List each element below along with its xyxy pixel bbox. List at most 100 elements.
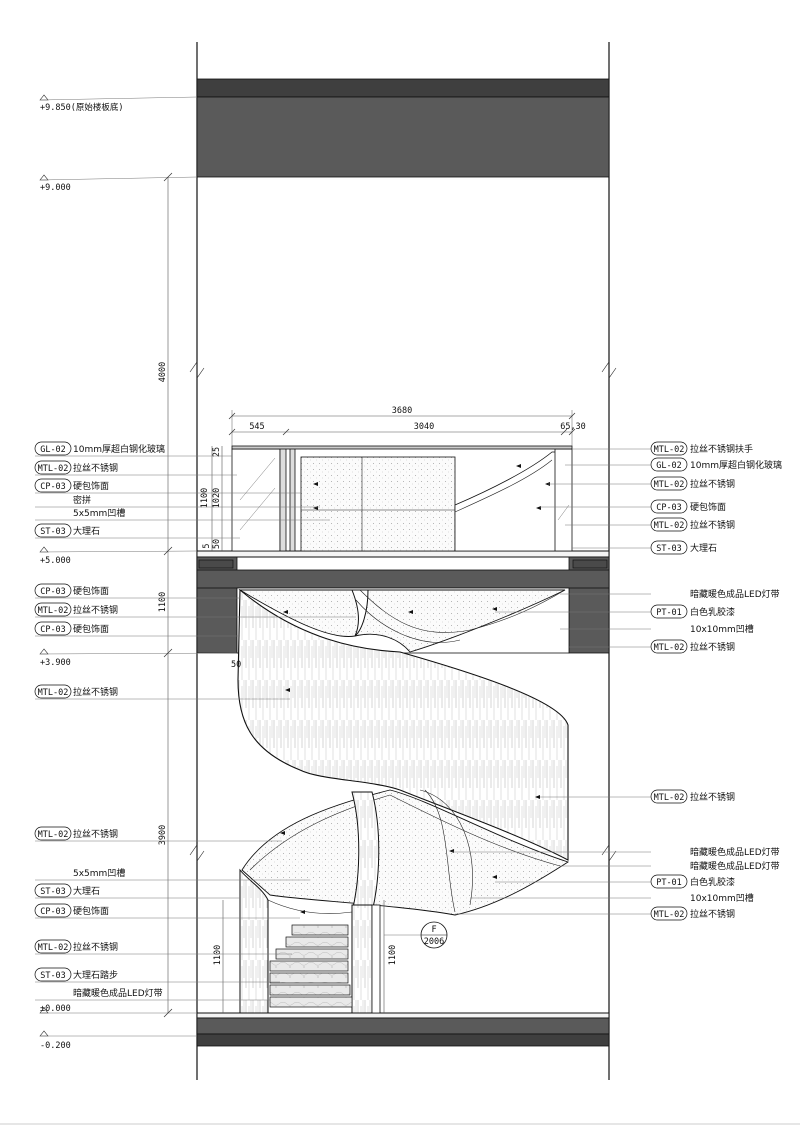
dim-rail-50: 50 [212, 539, 222, 549]
level-text: +5.000 [40, 556, 71, 566]
material-code: ST-03 [656, 544, 682, 554]
material-code-tag [34, 967, 72, 982]
rail-post-left-2 [289, 446, 296, 552]
material-label: 暗藏暖色成品LED灯带 [690, 588, 780, 600]
material-code-tag [34, 621, 72, 636]
callout-right: 暗藏暖色成品LED灯带 [560, 588, 780, 600]
stair-tread [291, 924, 349, 936]
rail-post-left [279, 446, 287, 552]
callout-left: GL-02 10mm厚超白钢化玻璃 [34, 441, 232, 457]
material-label: 暗藏暖色成品LED灯带 [73, 987, 163, 999]
section-marker: F 2006 [384, 921, 448, 949]
material-label: 密拼 [73, 494, 91, 506]
material-label: 拉丝不锈钢 [690, 478, 735, 490]
level-text: +3.900 [40, 658, 71, 668]
glass-rail-right [554, 448, 573, 552]
material-label: 硬包饰面 [73, 905, 109, 917]
level-marker-5000: +5.000 [39, 546, 198, 566]
lower-handrail [267, 899, 353, 914]
material-label: 大理石 [73, 525, 100, 537]
material-code: MTL-02 [38, 464, 69, 474]
stair-treads [269, 924, 353, 1008]
callout-left: 5x5mm凹槽 [35, 867, 310, 881]
glass-reflection [239, 487, 276, 531]
material-code-tag [34, 684, 72, 699]
dim-stair-1100-left: 1100 [213, 945, 223, 965]
material-code: MTL-02 [654, 445, 685, 455]
material-code-tag [34, 939, 72, 954]
material-code-tag [650, 639, 688, 654]
material-code-tag [650, 457, 688, 472]
spiral-curve [419, 789, 473, 906]
material-code: CP-03 [40, 907, 66, 917]
material-code: PT-01 [656, 878, 682, 888]
material-label: 拉丝不锈钢 [690, 791, 735, 803]
material-label: 拉丝不锈钢 [690, 641, 735, 653]
spiral-curve [424, 789, 456, 913]
material-code-tag [650, 906, 688, 921]
material-label: 硬包饰面 [73, 480, 109, 492]
callout-left: 暗藏暖色成品LED灯带 [35, 987, 270, 1001]
callout-right: 10x10mm凹槽 [470, 892, 754, 904]
material-code: MTL-02 [654, 793, 685, 803]
level-text: +9.000 [40, 183, 71, 193]
material-code-tag [650, 874, 688, 889]
material-code: MTL-02 [654, 480, 685, 490]
dim-6530: 65,30 [560, 422, 586, 432]
material-code-tag [650, 441, 688, 456]
material-label: 10x10mm凹槽 [690, 892, 754, 904]
spiral-curve [355, 599, 461, 643]
dim-3900: 3900 [158, 825, 168, 845]
dim-ticks-top [228, 410, 576, 447]
callout-left: 密拼 [35, 494, 320, 508]
material-label: 硬包饰面 [73, 623, 109, 635]
dim-rail-1020: 1020 [212, 488, 222, 508]
stair-tread [269, 972, 349, 984]
mid-floor-strip [196, 550, 610, 558]
material-code-tag [650, 499, 688, 514]
material-label: 大理石踏步 [73, 969, 118, 981]
dim-rail-5: 5 [202, 543, 212, 548]
material-code-tag [34, 602, 72, 617]
callout-right: MTL-02 拉丝不锈钢 [540, 789, 735, 804]
material-code-tag [34, 826, 72, 841]
material-label: 大理石 [73, 885, 100, 897]
callout-right: CP-03 硬包饰面 [540, 499, 726, 514]
level-marker-0000: ±0.000 [39, 1004, 197, 1014]
mid-slab-cap-right [572, 559, 608, 569]
material-code: GL-02 [656, 461, 682, 471]
material-code: GL-02 [40, 445, 66, 455]
callout-right: 10x10mm凹槽 [560, 623, 754, 635]
spiral-center-column-upper [351, 589, 369, 637]
material-code-tag [34, 460, 72, 475]
lower-curved-wall [239, 868, 269, 1014]
material-label: 拉丝不锈钢 [73, 604, 118, 616]
material-label: 10mm厚超白钢化玻璃 [73, 443, 165, 455]
spiral-curve [359, 589, 566, 633]
material-label: 硬包饰面 [73, 585, 109, 597]
material-code: PT-01 [656, 608, 682, 618]
material-code-tag [34, 903, 72, 918]
material-code-tag [650, 789, 688, 804]
dim-545: 545 [249, 422, 264, 432]
stair-tread [269, 960, 349, 972]
material-label: 硬包饰面 [690, 501, 726, 513]
material-code: MTL-02 [654, 521, 685, 531]
material-code-tag [650, 517, 688, 532]
stair-tread [285, 936, 349, 948]
top-slab-beam [196, 78, 610, 98]
material-code: CP-03 [40, 482, 66, 492]
callout-right: 暗藏暖色成品LED灯带 [560, 860, 780, 872]
material-code: CP-03 [656, 503, 682, 513]
mid-slab-cap-left [198, 559, 234, 569]
material-label: 白色乳胶漆 [690, 876, 735, 888]
